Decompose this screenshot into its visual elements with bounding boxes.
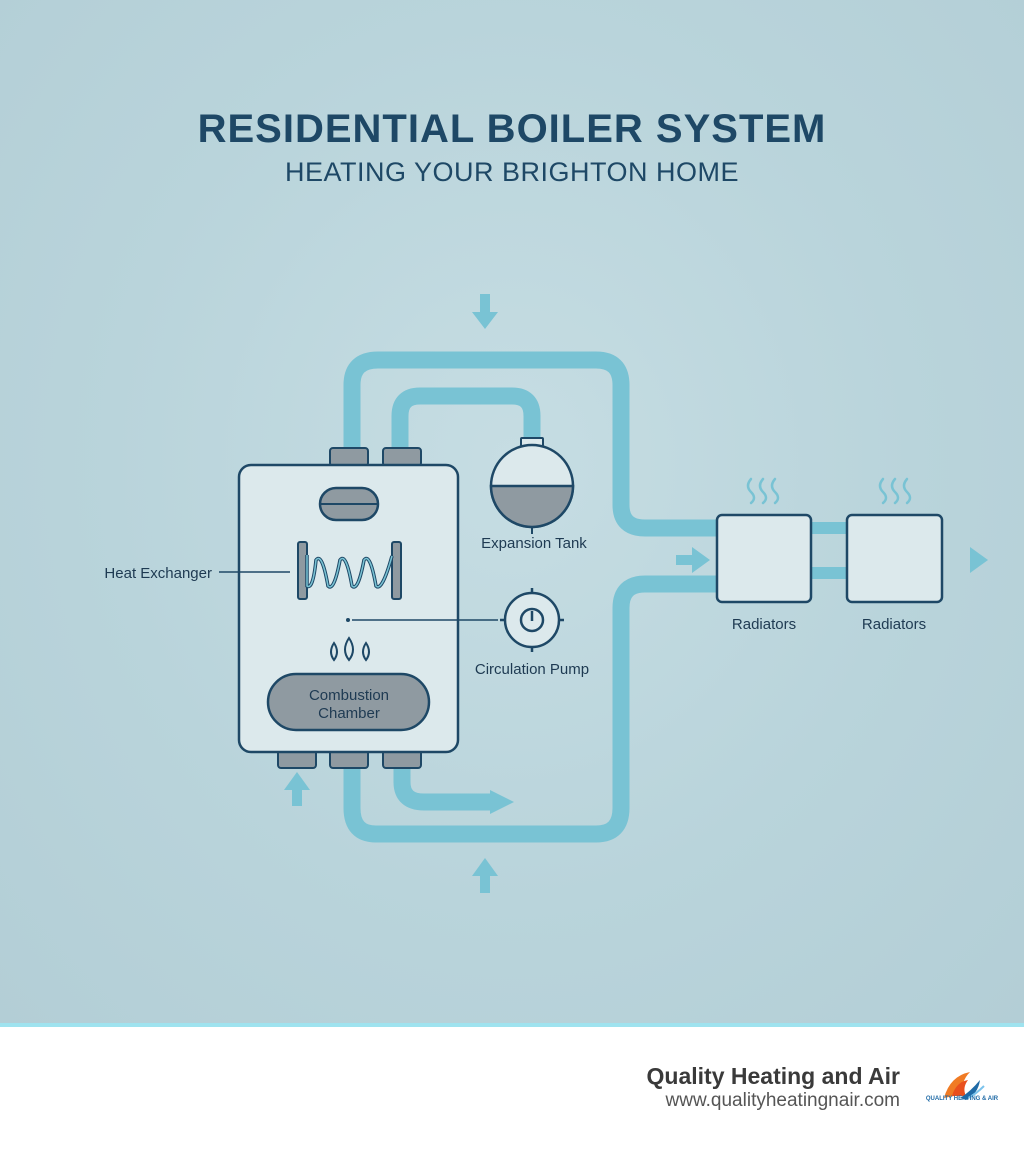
company-logo-icon (944, 1072, 985, 1100)
footer (0, 1027, 1024, 1154)
expansion-tank-label: Expansion Tank (481, 535, 587, 552)
flow-arrows (284, 294, 988, 893)
boiler-diagram: RESIDENTIAL BOILER SYSTEM HEATING YOUR B… (104, 107, 988, 893)
arrow-up-bottom (472, 858, 498, 893)
arrow-right-outlet (490, 790, 514, 814)
expansion-tank (489, 437, 575, 534)
radiator-2-label: Radiators (862, 616, 926, 633)
logo-caption: QUALITY HEATING & AIR (925, 1096, 999, 1102)
radiator-2 (845, 513, 944, 604)
diagram-canvas: RESIDENTIAL BOILER SYSTEM HEATING YOUR B… (0, 0, 1024, 1026)
supply-pipe-outer (343, 351, 718, 537)
pump-leader-dot (346, 618, 350, 622)
arrow-down-top (472, 294, 498, 329)
pipe-network (343, 351, 848, 843)
flame-icon (330, 636, 370, 662)
radiator-1 (715, 513, 813, 604)
radiator-1-label: Radiators (732, 616, 796, 633)
arrow-right-exit (970, 547, 988, 573)
circulation-pump (500, 588, 564, 652)
return-pipe (343, 575, 718, 843)
combustion-chamber-label-line1: Combustion (309, 687, 389, 704)
heat-exchanger-coil (297, 541, 402, 600)
combustion-chamber-label-line2: Chamber (318, 705, 380, 722)
page-subtitle: HEATING YOUR BRIGHTON HOME (285, 157, 739, 187)
company-url[interactable]: www.qualityheatingnair.com (665, 1090, 900, 1111)
expansion-tank-pipe (391, 387, 541, 452)
connector-top-2 (382, 447, 422, 467)
arrow-right-radiator (676, 547, 710, 573)
page-title: RESIDENTIAL BOILER SYSTEM (198, 107, 827, 151)
boiler-vent (318, 486, 380, 522)
circulation-pump-label: Circulation Pump (475, 661, 589, 678)
outlet-pipe (393, 768, 492, 811)
footer-divider (0, 1023, 1024, 1027)
arrow-up-left (284, 772, 310, 806)
heat-waves-icon (746, 477, 912, 505)
heat-exchanger-label: Heat Exchanger (104, 565, 212, 582)
company-name: Quality Heating and Air (646, 1063, 900, 1089)
connector-top-1 (329, 447, 369, 467)
combustion-chamber (266, 672, 431, 732)
